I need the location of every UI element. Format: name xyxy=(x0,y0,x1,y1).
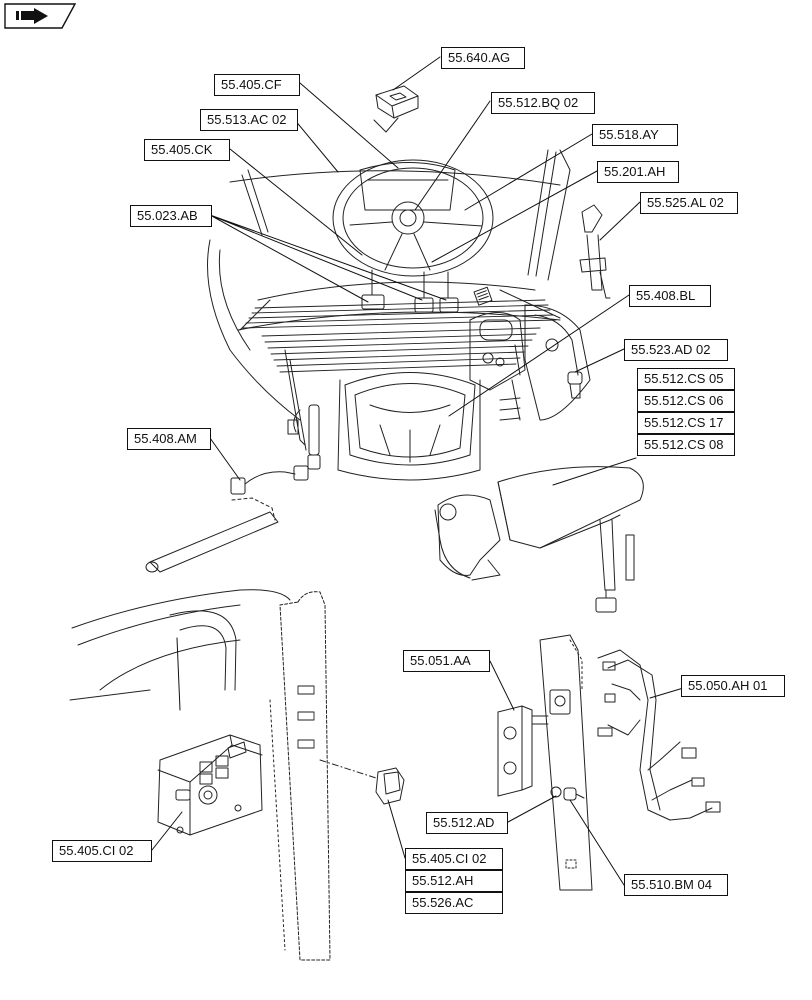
callout-ref-55-405-ck[interactable]: 55.405.CK xyxy=(144,139,230,161)
plug-55-523-ad-02-part xyxy=(567,371,583,399)
callout-ref-55-512-cs-08[interactable]: 55.512.CS 08 xyxy=(637,434,735,456)
callout-ref-55-408-am[interactable]: 55.408.AM xyxy=(127,428,211,450)
callout-ref-55-525-al-02[interactable]: 55.525.AL 02 xyxy=(640,192,738,214)
callout-ref-55-640-ag[interactable]: 55.640.AG xyxy=(441,47,525,69)
callout-ref-55-523-ad-02[interactable]: 55.523.AD 02 xyxy=(624,339,728,361)
callout-ref-55-050-ah-01[interactable]: 55.050.AH 01 xyxy=(681,675,785,697)
callout-ref-55-526-ac[interactable]: 55.526.AC xyxy=(405,892,503,914)
callout-ref-55-405-ci-02-left[interactable]: 55.405.CI 02 xyxy=(52,840,152,862)
callout-ref-55-023-ab[interactable]: 55.023.AB xyxy=(130,205,212,227)
harness-55-408-am-part xyxy=(145,465,309,573)
callout-ref-55-518-ay[interactable]: 55.518.AY xyxy=(592,124,678,146)
switch-55-525-al-02-part xyxy=(579,204,611,299)
callout-ref-55-512-cs-05[interactable]: 55.512.CS 05 xyxy=(637,368,735,390)
right-pillar-illustration xyxy=(497,634,721,891)
dashboard-illustration xyxy=(207,149,591,481)
callout-ref-55-512-ah[interactable]: 55.512.AH xyxy=(405,870,503,892)
callout-ref-55-201-ah[interactable]: 55.201.AH xyxy=(597,161,679,183)
module-55-640-ag-part xyxy=(373,85,419,133)
callout-ref-55-512-bq-02[interactable]: 55.512.BQ 02 xyxy=(491,92,595,114)
callout-ref-55-405-ci-02-stack[interactable]: 55.405.CI 02 xyxy=(405,848,503,870)
callout-ref-55-512-cs-17[interactable]: 55.512.CS 17 xyxy=(637,412,735,434)
navigation-arrow-icon[interactable] xyxy=(4,3,77,29)
callout-ref-55-510-bm-04[interactable]: 55.510.BM 04 xyxy=(624,874,728,896)
callout-ref-55-051-aa[interactable]: 55.051.AA xyxy=(403,650,490,672)
callout-ref-55-405-cf[interactable]: 55.405.CF xyxy=(214,74,300,96)
callout-ref-55-513-ac-02[interactable]: 55.513.AC 02 xyxy=(200,109,298,131)
callout-ref-55-512-cs-06[interactable]: 55.512.CS 06 xyxy=(637,390,735,412)
leader-lines xyxy=(151,56,691,886)
callout-ref-55-408-bl[interactable]: 55.408.BL xyxy=(629,285,711,307)
pillar-panel-illustration xyxy=(69,589,405,961)
armrest-part xyxy=(434,466,644,613)
callout-ref-55-512-ad[interactable]: 55.512.AD xyxy=(426,812,508,834)
